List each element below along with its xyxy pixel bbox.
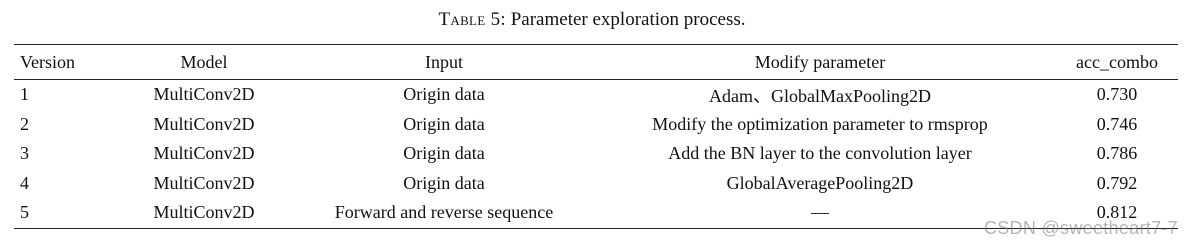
header-modify-parameter: Modify parameter	[754, 51, 886, 72]
cell-acc-combo: 0.792	[1096, 172, 1138, 193]
header-model: Model	[180, 51, 228, 72]
table-row: 4 MultiConv2D Origin data GlobalAverageP…	[14, 169, 1178, 199]
table-header-row: Version Model Input Modify parameter acc…	[14, 44, 1178, 80]
cell-version: 4	[20, 172, 29, 193]
cell-version: 1	[20, 84, 29, 105]
cell-input: Origin data	[403, 143, 485, 164]
cell-input: Forward and reverse sequence	[334, 202, 554, 223]
cell-model: MultiConv2D	[153, 84, 255, 105]
cell-input: Origin data	[403, 84, 485, 105]
table-row: 3 MultiConv2D Origin data Add the BN lay…	[14, 139, 1178, 169]
table-row: 1 MultiConv2D Origin data Adam、GlobalMax…	[14, 80, 1178, 110]
table-caption-text: Parameter exploration process.	[510, 9, 746, 30]
cell-model: MultiConv2D	[153, 143, 255, 164]
table-caption-label: Table 5:	[438, 9, 506, 30]
cell-model: MultiConv2D	[153, 202, 255, 223]
cell-version: 5	[20, 202, 29, 223]
cell-acc-combo: 0.786	[1096, 143, 1138, 164]
cell-version: 2	[20, 113, 29, 134]
table-row: 2 MultiConv2D Origin data Modify the opt…	[14, 110, 1178, 140]
cell-acc-combo: 0.746	[1096, 113, 1138, 134]
table-row: 5 MultiConv2D Forward and reverse sequen…	[14, 198, 1178, 228]
table-caption: Table 5: Parameter exploration process.	[0, 8, 1184, 32]
header-acc-combo: acc_combo	[1076, 51, 1158, 72]
cell-acc-combo: 0.812	[1096, 202, 1138, 223]
header-input: Input	[425, 51, 463, 72]
parameter-exploration-table: Version Model Input Modify parameter acc…	[14, 44, 1178, 229]
cell-version: 3	[20, 143, 29, 164]
cell-model: MultiConv2D	[153, 172, 255, 193]
csdn-watermark: CSDN @sweetheart7-7	[983, 218, 1178, 238]
cell-input: Origin data	[403, 172, 485, 193]
cell-acc-combo: 0.730	[1096, 84, 1138, 105]
cell-modify-parameter: GlobalAveragePooling2D	[726, 172, 914, 193]
cell-modify-parameter: Adam、GlobalMaxPooling2D	[709, 85, 931, 106]
cell-modify-parameter: —	[811, 202, 829, 223]
header-version: Version	[20, 51, 75, 72]
cell-modify-parameter: Modify the optimization parameter to rms…	[652, 113, 988, 134]
cell-input: Origin data	[403, 113, 485, 134]
cell-model: MultiConv2D	[153, 113, 255, 134]
cell-modify-parameter: Add the BN layer to the convolution laye…	[668, 143, 972, 164]
